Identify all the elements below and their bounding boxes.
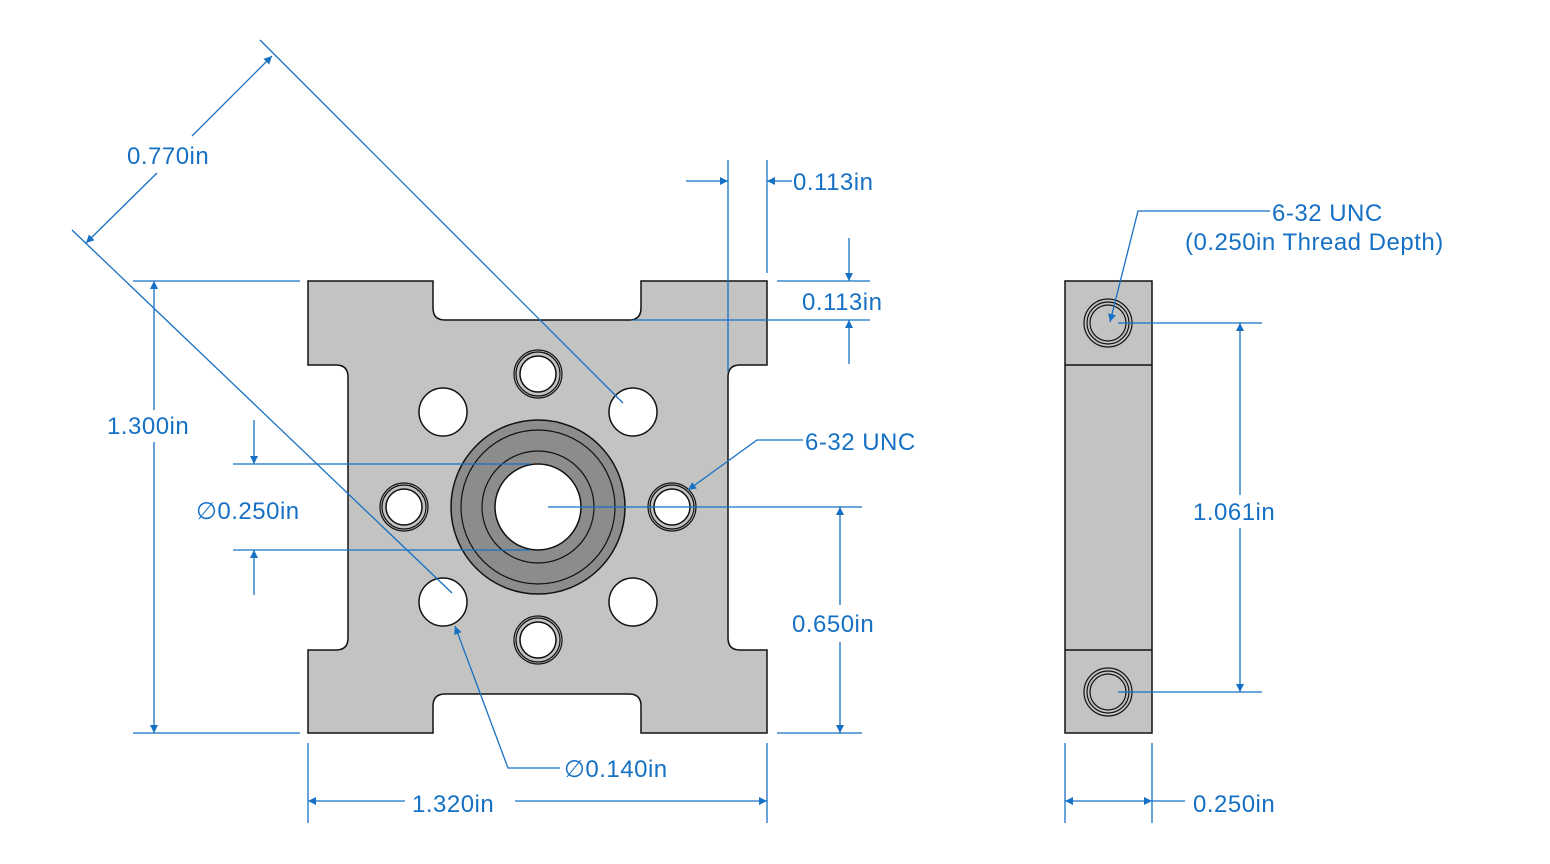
dimension-labels: 0.770in 0.113in 0.113in 1.300in ∅0.250in… xyxy=(107,143,1444,818)
tapped-hole xyxy=(513,615,563,665)
dim-height: 1.300in xyxy=(107,413,189,440)
dim-width: 1.320in xyxy=(412,791,494,818)
dim-side-hole-spacing: 1.061in xyxy=(1193,499,1275,526)
dim-center-height: 0.650in xyxy=(792,611,874,638)
dim-diag-spacing: 0.770in xyxy=(127,143,209,170)
callout-front-thread: 6-32 UNC xyxy=(805,429,916,456)
side-outline xyxy=(1064,280,1153,734)
tapped-hole xyxy=(513,349,563,399)
callout-thread-depth: (0.250in Thread Depth) xyxy=(1185,229,1444,256)
tapped-holes xyxy=(379,349,697,665)
clearance-hole xyxy=(608,387,658,437)
side-view xyxy=(1064,280,1153,734)
callout-side-thread: 6-32 UNC xyxy=(1272,200,1383,227)
clearance-hole xyxy=(418,387,468,437)
tapped-hole xyxy=(379,482,429,532)
dim-center-bore: ∅0.250in xyxy=(196,498,300,525)
clearance-hole xyxy=(608,577,658,627)
dim-thickness: 0.250in xyxy=(1193,791,1275,818)
dim-notch-offset: 0.113in xyxy=(793,169,873,196)
dimension-lines xyxy=(71,39,1270,823)
clearance-holes xyxy=(418,387,658,627)
clearance-hole xyxy=(418,577,468,627)
dim-clear-hole: ∅0.140in xyxy=(564,756,668,783)
dim-notch-depth: 0.113in xyxy=(802,289,882,316)
